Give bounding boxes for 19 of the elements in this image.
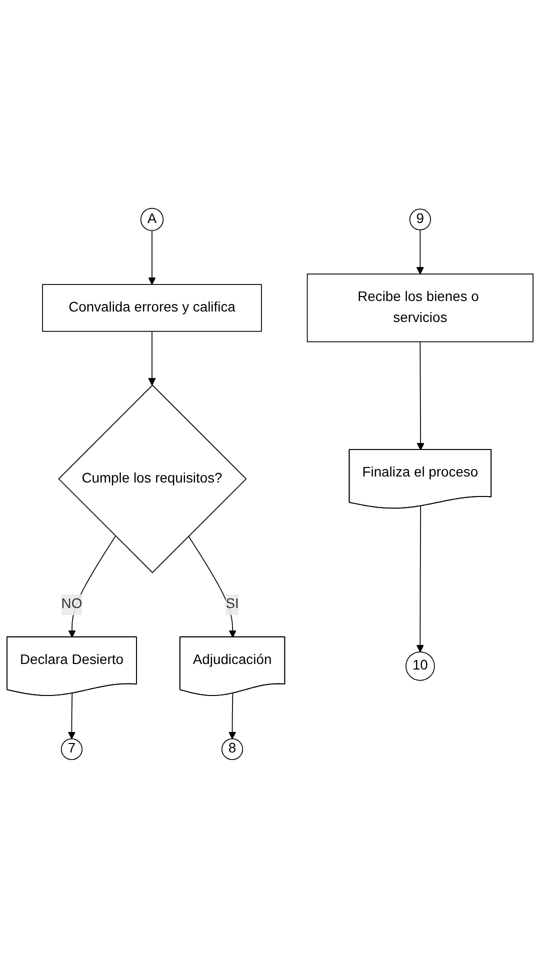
node-circle: 9 [409, 208, 431, 230]
arrow [416, 341, 424, 450]
node-circle: 10 [406, 651, 435, 681]
node-box: Convalida errores y califica [42, 284, 262, 332]
arrow [228, 693, 236, 740]
edge-label: NO [61, 596, 82, 612]
node-diamond: Cumple los requisitos? [58, 384, 247, 574]
arrow [148, 330, 156, 386]
arrow [68, 693, 76, 740]
arrow [148, 230, 156, 285]
node-circle: A [140, 208, 164, 232]
node-circle: 8 [221, 738, 244, 760]
edge-label: SI [226, 596, 239, 612]
node-box: Recibe los bienes o servicios [306, 274, 534, 342]
arrow [188, 536, 236, 638]
arrow [416, 506, 424, 652]
node-circle: 7 [60, 738, 83, 760]
arrow [416, 229, 424, 274]
arrow [68, 536, 116, 638]
